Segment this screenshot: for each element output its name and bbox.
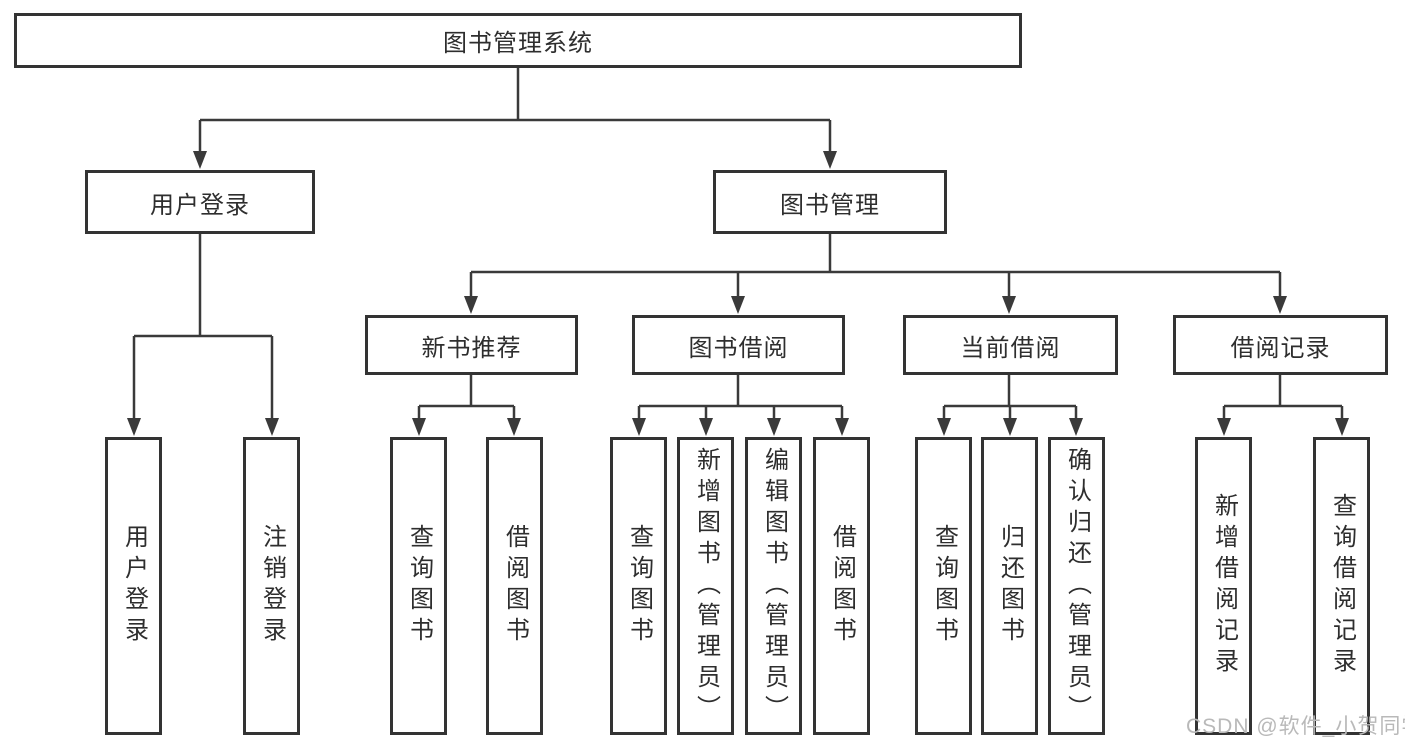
connector-user-login-children — [127, 234, 279, 436]
node-user-login: 用户登录 — [85, 170, 315, 234]
leaf-records-add-record-label: 新增借阅记录 — [1210, 493, 1238, 679]
leaf-borrow-add-book-admin: 新增图书（管理员） — [677, 437, 734, 735]
connector-book-mgmt-children — [464, 234, 1287, 314]
node-root-label: 图书管理系统 — [443, 30, 593, 57]
leaf-logout: 注销登录 — [243, 437, 300, 735]
node-user-login-label: 用户登录 — [150, 191, 250, 219]
leaf-current-return-books-label: 归还图书 — [996, 524, 1024, 648]
leaf-borrow-query-books-label: 查询图书 — [625, 524, 653, 648]
leaf-records-add-record: 新增借阅记录 — [1195, 437, 1252, 735]
leaf-borrow-borrow-books: 借阅图书 — [813, 437, 870, 735]
leaf-records-query-record-label: 查询借阅记录 — [1328, 493, 1356, 679]
node-borrow-records-label: 借阅记录 — [1230, 334, 1331, 362]
leaf-logout-label: 注销登录 — [258, 524, 286, 648]
connector-new-book-children — [412, 375, 521, 436]
leaf-user-login: 用户登录 — [105, 437, 162, 735]
node-new-book-recommend-label: 新书推荐 — [421, 334, 522, 362]
connector-root-to-level2 — [193, 68, 837, 169]
leaf-borrow-borrow-books-label: 借阅图书 — [828, 524, 856, 648]
leaf-borrow-edit-book-admin-label: 编辑图书（管理员） — [760, 446, 788, 726]
node-current-borrow: 当前借阅 — [903, 315, 1118, 375]
leaf-newbook-borrow-books: 借阅图书 — [486, 437, 543, 735]
leaf-records-query-record: 查询借阅记录 — [1313, 437, 1370, 735]
node-borrow-records: 借阅记录 — [1173, 315, 1388, 375]
connector-book-borrow-children — [632, 375, 849, 436]
connector-borrow-record-children — [1217, 375, 1349, 436]
leaf-current-return-books: 归还图书 — [981, 437, 1038, 735]
leaf-borrow-add-book-admin-label: 新增图书（管理员） — [692, 446, 720, 726]
node-root: 图书管理系统 — [14, 13, 1022, 68]
leaf-borrow-edit-book-admin: 编辑图书（管理员） — [745, 437, 802, 735]
node-book-management: 图书管理 — [713, 170, 947, 234]
node-new-book-recommend: 新书推荐 — [365, 315, 578, 375]
leaf-current-confirm-return-admin: 确认归还（管理员） — [1048, 437, 1105, 735]
leaf-current-query-books: 查询图书 — [915, 437, 972, 735]
connector-current-borrow-children — [937, 375, 1083, 436]
leaf-current-confirm-return-admin-label: 确认归还（管理员） — [1063, 446, 1091, 726]
leaf-newbook-borrow-books-label: 借阅图书 — [501, 524, 529, 648]
csdn-watermark: CSDN @软件_小贺同学 — [1186, 715, 1405, 738]
leaf-newbook-query-books: 查询图书 — [390, 437, 447, 735]
leaf-borrow-query-books: 查询图书 — [610, 437, 667, 735]
leaf-current-query-books-label: 查询图书 — [930, 524, 958, 648]
leaf-newbook-query-books-label: 查询图书 — [405, 524, 433, 648]
leaf-user-login-label: 用户登录 — [120, 524, 148, 648]
node-book-borrow: 图书借阅 — [632, 315, 845, 375]
node-current-borrow-label: 当前借阅 — [960, 334, 1061, 362]
node-book-borrow-label: 图书借阅 — [688, 334, 789, 362]
node-book-management-label: 图书管理 — [780, 191, 880, 219]
